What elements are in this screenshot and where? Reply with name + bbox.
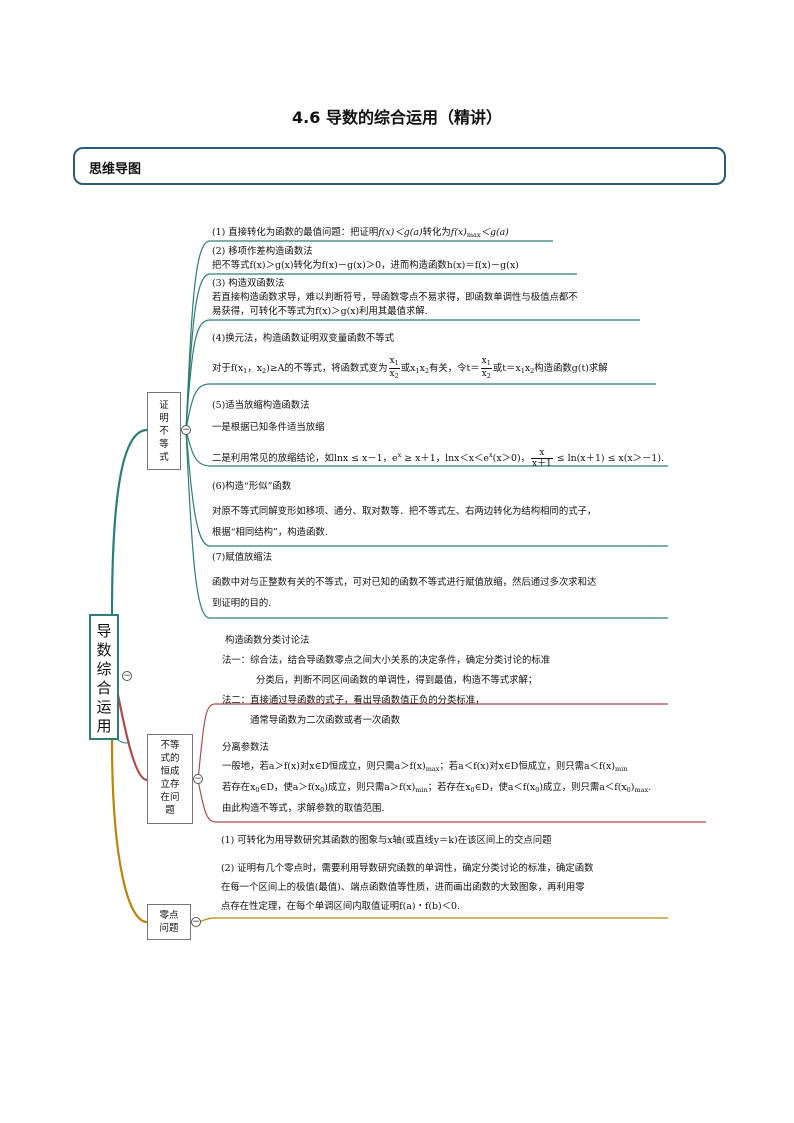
zero-z2-line1: (2) 证明有几个零点时，需要利用导数研究函数的单调性，确定分类讨论的标准，确定… bbox=[221, 863, 594, 874]
root-to-proof-connector bbox=[110, 428, 148, 615]
proof-m7-line1: 函数中对与正整数有关的不等式，可对已知的函数不等式进行赋值放缩，然后通过多次求和… bbox=[212, 577, 597, 588]
section-header-box: 思维导图 bbox=[73, 147, 726, 185]
proof-m4-title: (4)换元法，构造函数证明双变量函数不等式 bbox=[212, 333, 395, 344]
proof-m5-line1: 一是根据已知条件适当放缩 bbox=[212, 422, 325, 433]
constant-c2-connector bbox=[197, 779, 706, 823]
constant-c1-title: 构造函数分类讨论法 bbox=[225, 635, 310, 646]
branch-proof-collapse-icon[interactable]: − bbox=[181, 425, 191, 435]
root-node[interactable]: 导数综合运用 bbox=[89, 614, 119, 740]
proof-m5-connector bbox=[185, 429, 668, 467]
constant-c2-line1: 一般地，若a＞f(x)对x∈D恒成立，则只需a＞f(x)max；若a＜f(x)对… bbox=[222, 761, 628, 773]
branch-zero-problem[interactable]: 零点问题 bbox=[147, 904, 191, 940]
constant-c2-line3: 由此构造不等式，求解参数的取值范围. bbox=[222, 803, 385, 814]
proof-m1-text: (1) 直接转化为函数的最值问题：把证明f(x)＜g(a)转化为f(x)max＜… bbox=[212, 227, 509, 239]
branch-constant-label: 不等式的恒成立存在问题 bbox=[160, 740, 180, 816]
proof-m5-line2: 二是利用常见的放缩结论，如lnx ≤ x－1，ex ≥ x＋1，lnx＜x＜ex… bbox=[212, 448, 664, 469]
branch-proof-label: 证明不等式 bbox=[159, 400, 169, 463]
proof-m2-title: (2) 移项作差构造函数法 bbox=[212, 246, 313, 257]
page-title: 4.6 导数的综合运用（精讲） bbox=[292, 108, 502, 127]
root-underline-connector bbox=[117, 739, 131, 744]
proof-m6-line1: 对原不等式同解变形如移项、通分、取对数等．把不等式左、右两边转化为结构相同的式子… bbox=[212, 506, 597, 517]
root-collapse-icon[interactable]: − bbox=[122, 671, 132, 681]
zero-connector bbox=[195, 917, 668, 923]
constant-c1-line3: 法二：直接通过导函数的式子，看出导函数值正负的分类标准， bbox=[222, 695, 485, 706]
constant-c1-line2: 分类后，判断不同区间函数的单调性，得到最值，构造不等式求解； bbox=[256, 675, 538, 686]
proof-m2-connector bbox=[185, 273, 577, 431]
zero-z2-line2: 在每一个区间上的极值(最值)、端点函数值等性质，进而画出函数的大致图象，再利用零 bbox=[221, 882, 585, 893]
proof-m6-connector bbox=[185, 429, 668, 547]
proof-m3-line1: 若直接构造函数求导，难以判断符号，导函数零点不易求得，即函数单调性与极值点都不 bbox=[212, 292, 578, 303]
section-header-label: 思维导图 bbox=[89, 162, 142, 177]
proof-m6-title: (6)构造“形似”函数 bbox=[212, 481, 292, 492]
zero-z1-text: (1) 可转化为用导数研究其函数的图象与x轴(或直线y＝k)在该区间上的交点问题 bbox=[221, 835, 552, 846]
proof-m4-connector bbox=[185, 383, 656, 431]
proof-m6-line2: 根据“相同结构”，构造函数. bbox=[212, 527, 328, 538]
zero-z2-line3: 点存在性定理，在每个单调区间内取值证明f(a)・f(b)＜0. bbox=[221, 901, 460, 912]
branch-zero-label: 零点问题 bbox=[159, 910, 179, 934]
branch-constant-existence[interactable]: 不等式的恒成立存在问题 bbox=[147, 734, 193, 824]
constant-c1-line4: 通常导函数为二次函数或者一次函数 bbox=[250, 715, 401, 726]
proof-m7-line2: 到证明的目的. bbox=[212, 598, 272, 609]
proof-m2-body: 把不等式f(x)＞g(x)转化为f(x)－g(x)＞0，进而构造函数h(x)＝f… bbox=[212, 260, 519, 271]
proof-m3-line2: 易获得，可转化不等式为f(x)＞g(x)利用其最值求解. bbox=[212, 306, 428, 317]
branch-proof-inequality[interactable]: 证明不等式 bbox=[147, 392, 181, 470]
branch-constant-collapse-icon[interactable]: − bbox=[193, 774, 203, 784]
root-node-label: 导数综合运用 bbox=[96, 622, 112, 735]
constant-c2-line2: 若存在x0∈D，使a＞f(x0)成立，则只需a＞f(x)min；若存在x0∈D，… bbox=[222, 782, 652, 794]
proof-m7-connector bbox=[185, 429, 668, 619]
proof-m3-connector bbox=[185, 319, 640, 431]
root-to-constant-connector bbox=[115, 689, 148, 782]
proof-m7-title: (7)赋值放缩法 bbox=[212, 552, 273, 563]
proof-m5-title: (5)适当放缩构造函数法 bbox=[212, 400, 310, 411]
constant-c1-line1: 法一：综合法，结合导函数零点之间大小关系的决定条件，确定分类讨论的标准 bbox=[222, 655, 551, 666]
constant-c1-connector bbox=[197, 703, 668, 781]
constant-c2-title: 分离参数法 bbox=[222, 742, 269, 753]
proof-m3-title: (3) 构造双函数法 bbox=[212, 278, 285, 289]
branch-zero-collapse-icon[interactable]: − bbox=[191, 917, 201, 927]
root-to-zero-connector bbox=[110, 739, 148, 924]
